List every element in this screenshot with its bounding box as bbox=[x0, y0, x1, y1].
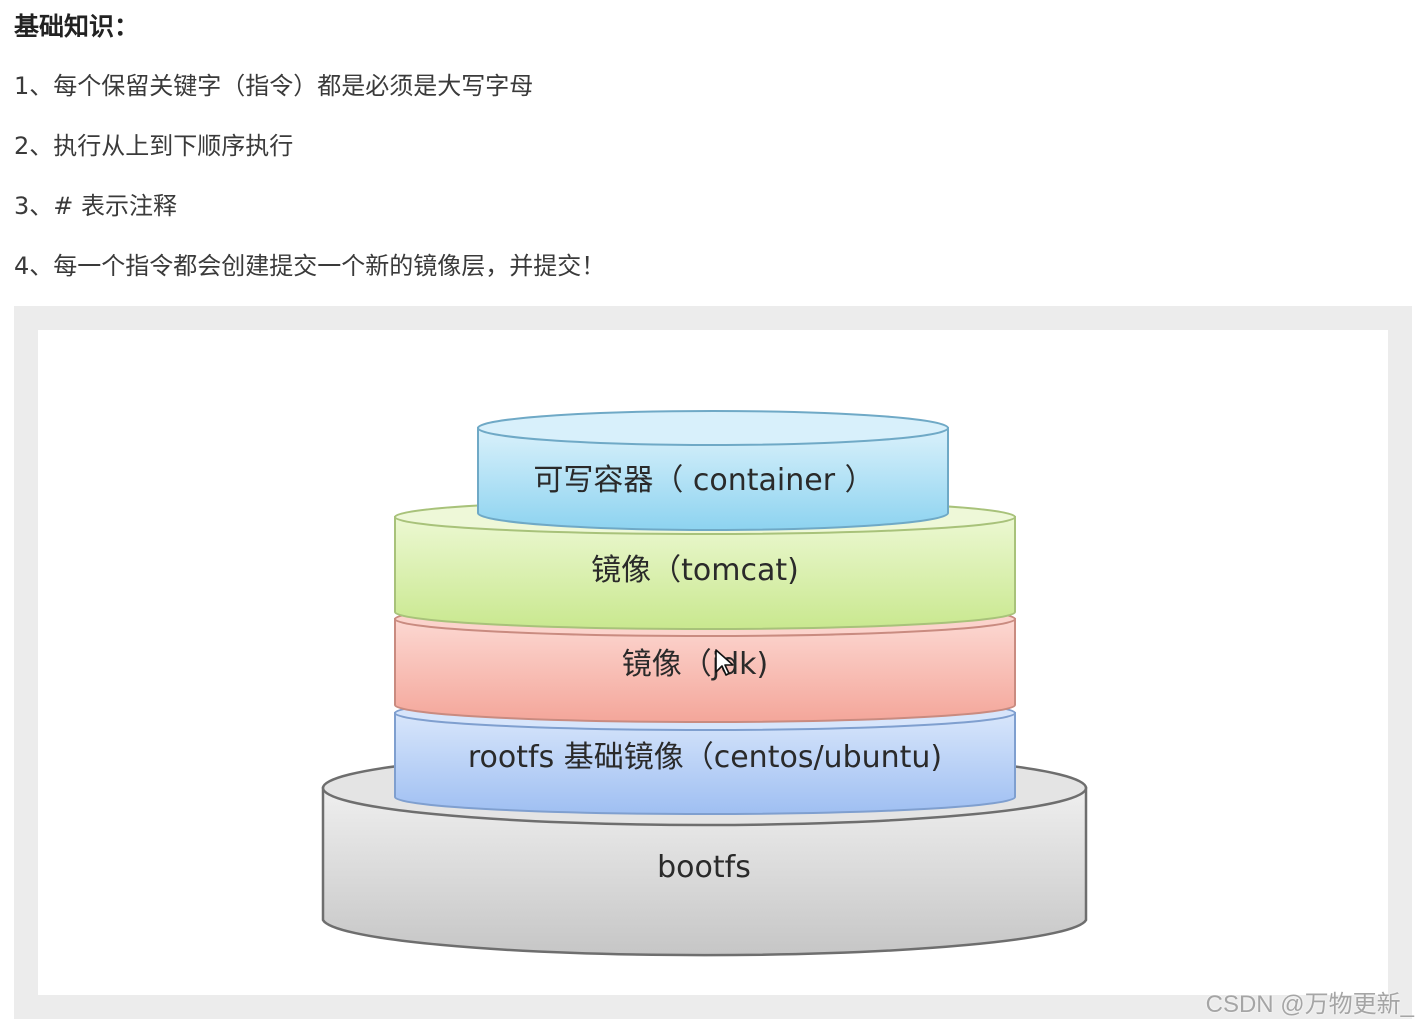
layer-label-bootfs: bootfs bbox=[657, 850, 751, 885]
rule-item: 1、每个保留关键字（指令）都是必须是大写字母 bbox=[14, 72, 534, 100]
container-cylinder-top bbox=[477, 410, 949, 446]
diagram-frame: bootfs rootfs 基础镜像（centos/ubuntu) 镜像（jdk… bbox=[14, 306, 1412, 1019]
rootfs-cylinder-body bbox=[394, 712, 1016, 815]
layer-label-jdk: 镜像（jdk) bbox=[622, 647, 768, 682]
layer-label-tomcat: 镜像（tomcat) bbox=[591, 553, 799, 588]
section-heading: 基础知识： bbox=[14, 12, 140, 41]
jdk-cylinder-body bbox=[394, 618, 1016, 723]
watermark: CSDN @万物更新_ bbox=[1205, 991, 1414, 1018]
diagram-canvas: bootfs rootfs 基础镜像（centos/ubuntu) 镜像（jdk… bbox=[38, 330, 1388, 995]
rules-list: 1、每个保留关键字（指令）都是必须是大写字母 2、执行从上到下顺序执行 3、# … bbox=[14, 68, 605, 308]
rule-item: 4、每一个指令都会创建提交一个新的镜像层，并提交！ bbox=[14, 252, 606, 280]
bootfs-cylinder-body bbox=[321, 786, 1088, 957]
layer-container: 可写容器（ container ） bbox=[477, 410, 949, 531]
container-cylinder-body bbox=[477, 427, 949, 531]
layer-label-rootfs: rootfs 基础镜像（centos/ubuntu) bbox=[468, 740, 942, 775]
mouse-pointer-icon bbox=[715, 649, 734, 676]
tomcat-cylinder-body bbox=[394, 516, 1016, 630]
image-layers-diagram: bootfs rootfs 基础镜像（centos/ubuntu) 镜像（jdk… bbox=[321, 410, 1088, 957]
layer-label-container: 可写容器（ container ） bbox=[533, 463, 874, 498]
rule-item: 3、# 表示注释 bbox=[14, 192, 178, 220]
rule-item: 2、执行从上到下顺序执行 bbox=[14, 132, 294, 160]
